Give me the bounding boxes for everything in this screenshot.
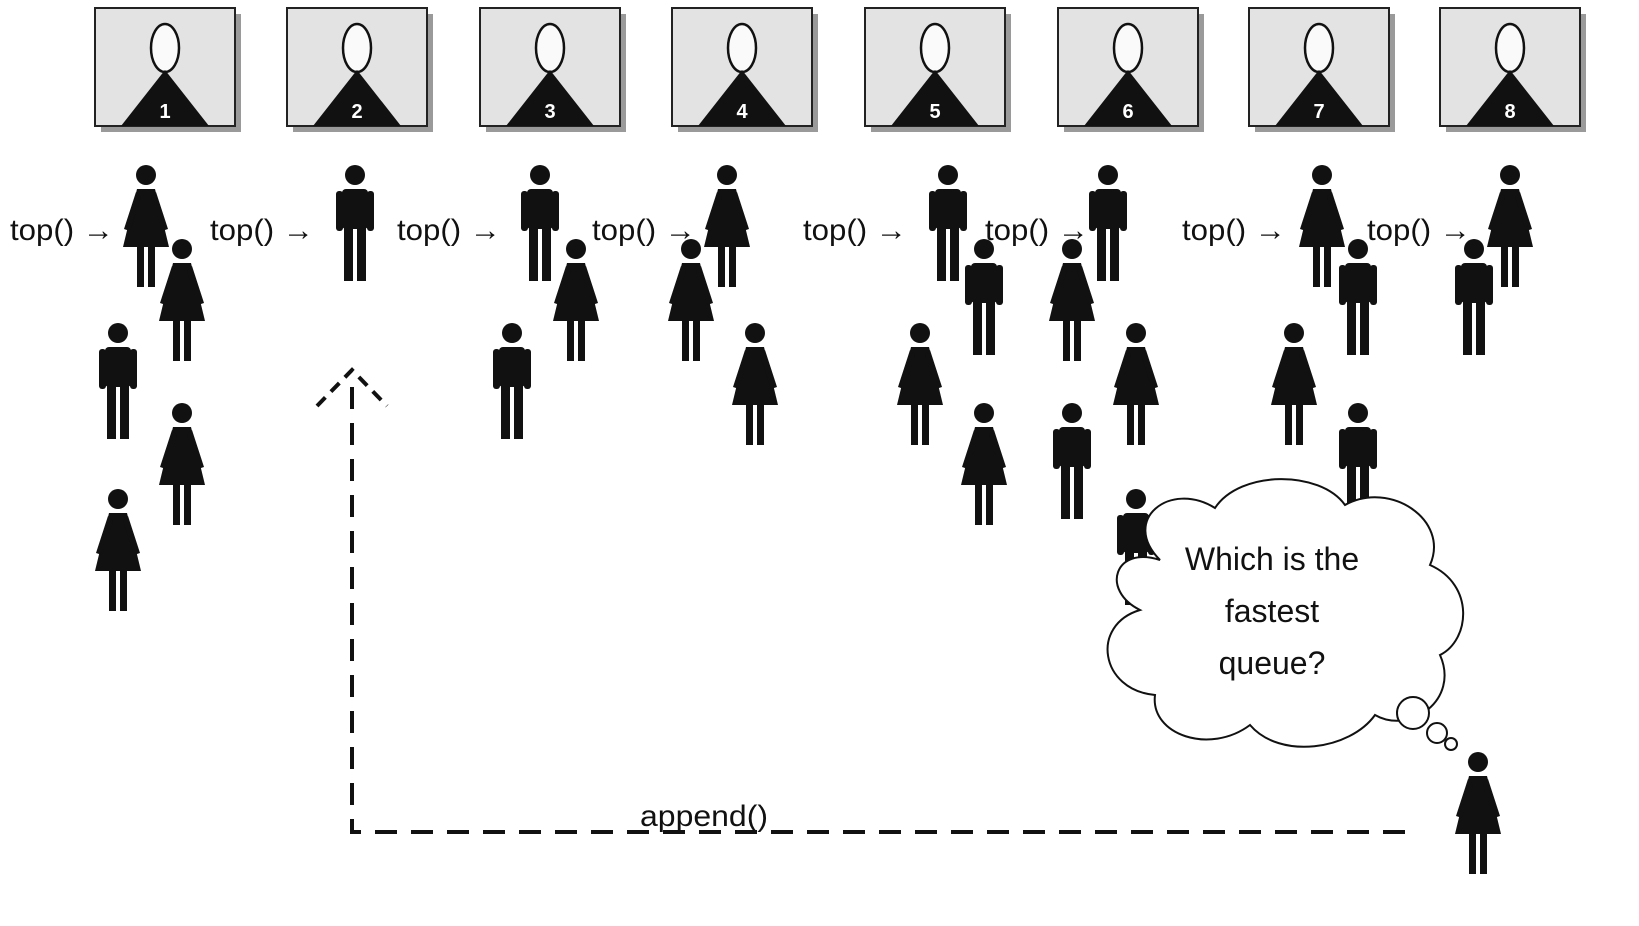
customer-figure: [99, 323, 137, 439]
customer-figure: [704, 165, 750, 287]
counter-window-5: 5: [864, 7, 1011, 132]
customer-figure: [521, 165, 559, 281]
customer-figure: [1487, 165, 1533, 287]
top-pointer-label: top() →: [803, 214, 907, 247]
customer-figure: [95, 489, 141, 611]
counter-number: 6: [1122, 101, 1133, 123]
customer-figure: [668, 239, 714, 361]
customer-figure: [336, 165, 374, 281]
thought-bubble-text: fastest: [1225, 593, 1319, 629]
customer-figure: [1113, 323, 1159, 445]
customer-figure: [159, 239, 205, 361]
customer-figure: [961, 403, 1007, 525]
customer-figure: [897, 323, 943, 445]
top-pointer-label: top() →: [1367, 214, 1471, 247]
counter-number: 2: [351, 101, 362, 123]
counter-number: 8: [1504, 101, 1515, 123]
thought-bubble-text: queue?: [1219, 645, 1326, 681]
counter-number: 4: [736, 101, 748, 123]
counter-number: 3: [544, 101, 555, 123]
customer-figure: [1089, 165, 1127, 281]
customer-figure: [1339, 239, 1377, 355]
customer-figure: [553, 239, 599, 361]
customer-figure: [1455, 239, 1493, 355]
customer-figure: [1271, 323, 1317, 445]
append-label: append(): [640, 800, 768, 833]
counter-window-8: 8: [1439, 7, 1586, 132]
newcomer-figure: [1455, 752, 1501, 874]
counter-window-7: 7: [1248, 7, 1395, 132]
customer-figure: [732, 323, 778, 445]
customer-figure: [929, 165, 967, 281]
append-path: [350, 385, 1405, 834]
customer-figure: [493, 323, 531, 439]
top-pointer-label: top() →: [397, 214, 501, 247]
top-pointer-label: top() →: [592, 214, 696, 247]
counter-window-3: 3: [479, 7, 626, 132]
top-pointer-label: top() →: [10, 214, 114, 247]
counter-window-4: 4: [671, 7, 818, 132]
thought-bubble: Which is the fastest queue?: [1106, 478, 1465, 751]
customer-figure: [1053, 403, 1091, 519]
customer-figure: [1049, 239, 1095, 361]
top-pointer-label: top() →: [1182, 214, 1286, 247]
customer-figure: [1299, 165, 1345, 287]
customer-figure: [159, 403, 205, 525]
customer-figure: [1339, 403, 1377, 519]
customer-figure: [123, 165, 169, 287]
thought-bubble-text: Which is the: [1185, 541, 1359, 577]
counter-window-6: 6: [1057, 7, 1204, 132]
counter-number: 1: [159, 101, 170, 123]
counter-window-2: 2: [286, 7, 433, 132]
counter-number: 5: [929, 101, 940, 123]
counter-number: 7: [1313, 101, 1324, 123]
customer-figure: [965, 239, 1003, 355]
counter-window-1: 1: [94, 7, 241, 132]
top-pointer-label: top() →: [210, 214, 314, 247]
append-arrowhead: [315, 367, 389, 408]
